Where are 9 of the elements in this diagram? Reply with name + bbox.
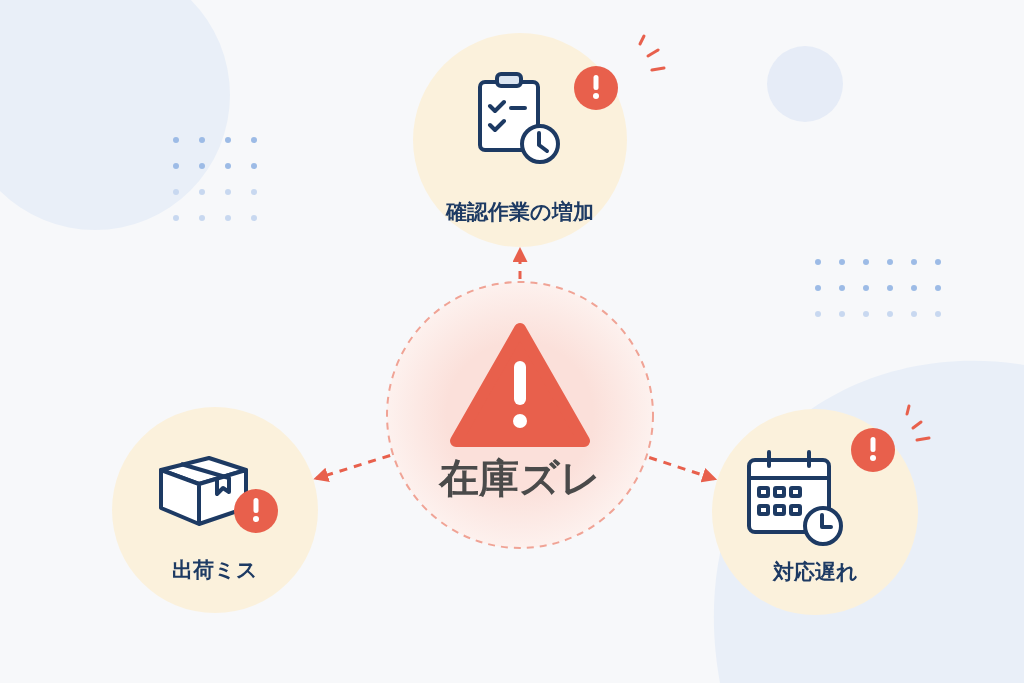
warning-circle	[386, 281, 654, 549]
arrow	[648, 456, 718, 483]
node-label: 確認作業の増加	[444, 199, 595, 226]
issue-circle	[111, 406, 319, 614]
node-label: 出荷ミス	[171, 557, 259, 584]
center-label: 在庫ズレ	[437, 454, 602, 503]
arrow	[512, 247, 528, 279]
arrow	[313, 454, 391, 483]
node-label: 対応遅れ	[771, 559, 859, 586]
